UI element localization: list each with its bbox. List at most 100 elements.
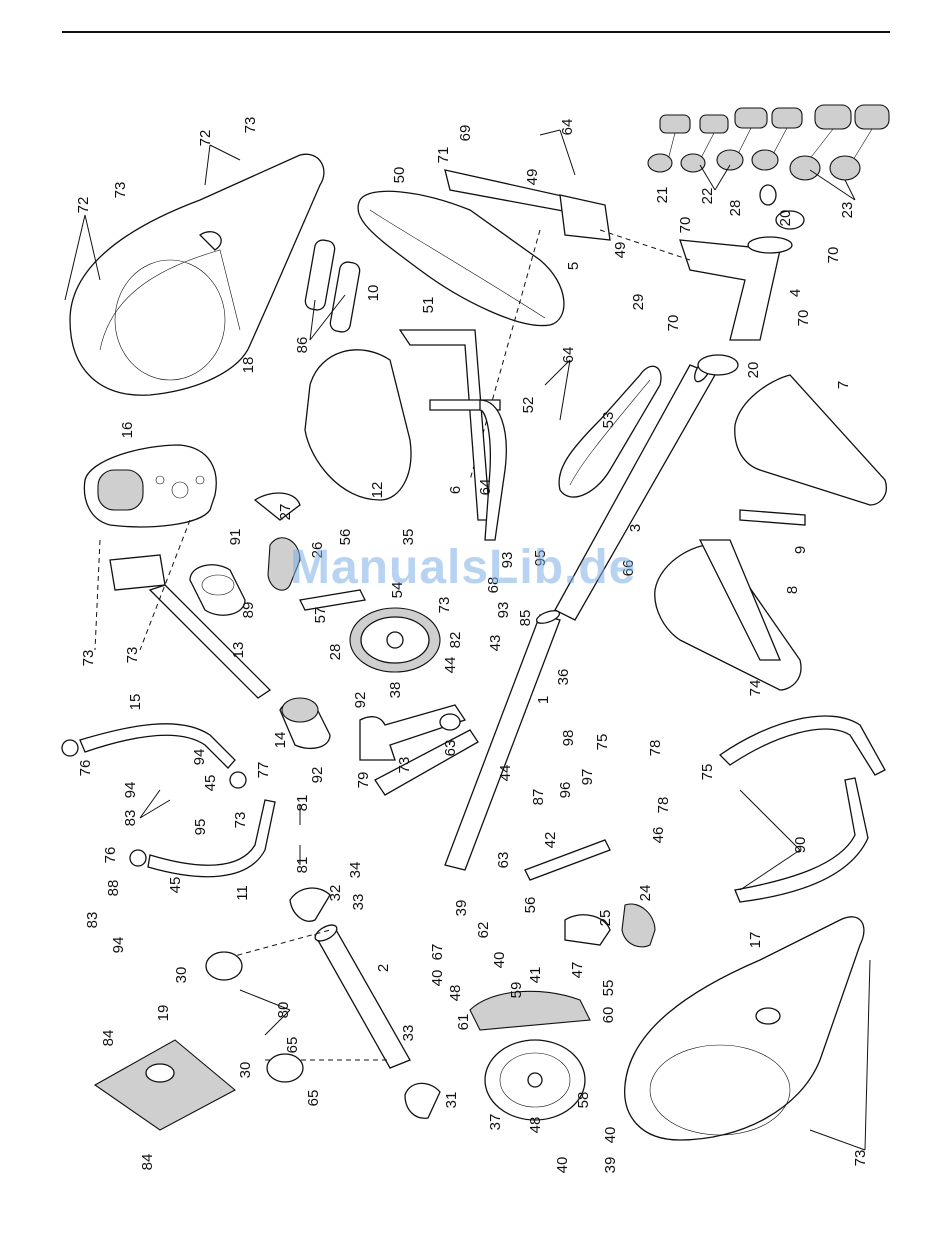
- shroud-17: [624, 916, 865, 1141]
- flywheel-37: [469, 990, 591, 1121]
- callout-63: 63: [495, 852, 512, 869]
- pedal-24-25: [564, 903, 656, 948]
- callout-95: 95: [192, 819, 209, 836]
- callout-73: 73: [436, 597, 453, 614]
- callout-76: 76: [77, 760, 94, 777]
- levelers-30: [205, 951, 304, 1083]
- callout-74: 74: [747, 680, 764, 697]
- callout-17: 17: [747, 932, 764, 949]
- callout-11: 11: [234, 885, 251, 901]
- callout-14: 14: [272, 732, 289, 749]
- callout-69: 69: [457, 125, 474, 142]
- callout-48: 48: [447, 985, 464, 1002]
- callout-73: 73: [242, 117, 259, 134]
- callout-50: 50: [391, 167, 408, 184]
- callout-2: 2: [375, 964, 392, 972]
- console-16: [83, 444, 217, 528]
- callout-49: 49: [524, 169, 541, 186]
- side-handles-90: [718, 715, 886, 903]
- callout-56: 56: [337, 529, 354, 546]
- callout-8: 8: [784, 586, 801, 594]
- watermark-text: ManualsLib.de: [290, 541, 637, 594]
- callout-75: 75: [699, 764, 716, 781]
- callout-12: 12: [369, 482, 386, 499]
- callout-78: 78: [647, 740, 664, 757]
- callout-30: 30: [237, 1062, 254, 1079]
- callout-66: 66: [620, 560, 637, 577]
- callout-80: 80: [275, 1002, 292, 1019]
- callout-16: 16: [119, 422, 136, 439]
- callout-75: 75: [594, 734, 611, 751]
- callout-1: 1: [535, 696, 552, 704]
- callout-62: 62: [475, 922, 492, 939]
- callout-68: 68: [485, 577, 502, 594]
- tubes-86: [304, 239, 361, 333]
- callout-90: 90: [792, 837, 809, 854]
- seat-10: [357, 190, 565, 327]
- dumbbells-21-23: [647, 104, 890, 230]
- callout-71: 71: [435, 147, 452, 164]
- callout-94: 94: [191, 749, 208, 766]
- callout-92: 92: [309, 767, 326, 784]
- base-tube-2: [219, 924, 411, 1069]
- callout-40: 40: [602, 1127, 619, 1144]
- callout-88: 88: [105, 880, 122, 897]
- callout-64: 64: [477, 479, 494, 496]
- callout-56: 56: [522, 897, 539, 914]
- callout-97: 97: [579, 769, 596, 786]
- callout-53: 53: [600, 412, 617, 429]
- callout-39: 39: [453, 900, 470, 917]
- callout-47: 47: [569, 962, 586, 979]
- callout-64: 64: [559, 119, 576, 136]
- callout-76: 76: [102, 847, 119, 864]
- callout-61: 61: [455, 1014, 472, 1031]
- callout-70: 70: [795, 310, 812, 327]
- callout-44: 44: [442, 657, 459, 674]
- callout-57: 57: [312, 607, 329, 624]
- backrest-12: [304, 349, 412, 501]
- callout-20: 20: [777, 210, 794, 227]
- callout-70: 70: [665, 315, 682, 332]
- callout-28: 28: [327, 644, 344, 661]
- callout-89: 89: [240, 602, 257, 619]
- callout-93: 93: [499, 552, 516, 569]
- callout-21: 21: [654, 187, 671, 204]
- callout-73: 73: [112, 182, 129, 199]
- callout-22: 22: [699, 188, 716, 205]
- callout-4: 4: [787, 289, 804, 297]
- callout-29: 29: [630, 294, 647, 311]
- grille-19: [93, 1039, 236, 1131]
- callout-41: 41: [527, 967, 544, 984]
- callout-45: 45: [167, 877, 184, 894]
- callout-81: 81: [294, 795, 311, 812]
- callout-55: 55: [600, 980, 617, 997]
- callout-94: 94: [122, 782, 139, 799]
- callout-64: 64: [560, 347, 577, 364]
- callout-83: 83: [122, 810, 139, 827]
- callout-33: 33: [400, 1025, 417, 1042]
- crank-57: [299, 589, 366, 611]
- callout-40: 40: [491, 952, 508, 969]
- callout-48: 48: [527, 1117, 544, 1134]
- callout-23: 23: [839, 202, 856, 219]
- callout-54: 54: [389, 582, 406, 599]
- rack-7-8: [654, 374, 887, 691]
- belt-53: [558, 365, 662, 498]
- shroud-18: [69, 153, 325, 396]
- callout-85: 85: [517, 610, 534, 627]
- handlebar-15: [61, 723, 247, 789]
- callout-15: 15: [127, 694, 144, 711]
- dumbbell-holder-4: [599, 229, 793, 376]
- end-caps-31-32: [289, 887, 441, 1119]
- callout-7: 7: [835, 381, 852, 389]
- callout-84: 84: [139, 1154, 156, 1171]
- crank-arm-42: [524, 839, 611, 881]
- callout-37: 37: [487, 1114, 504, 1131]
- callout-73: 73: [80, 650, 97, 667]
- callout-51: 51: [420, 297, 437, 314]
- callout-45: 45: [202, 775, 219, 792]
- callout-82: 82: [447, 632, 464, 649]
- callout-20: 20: [745, 362, 762, 379]
